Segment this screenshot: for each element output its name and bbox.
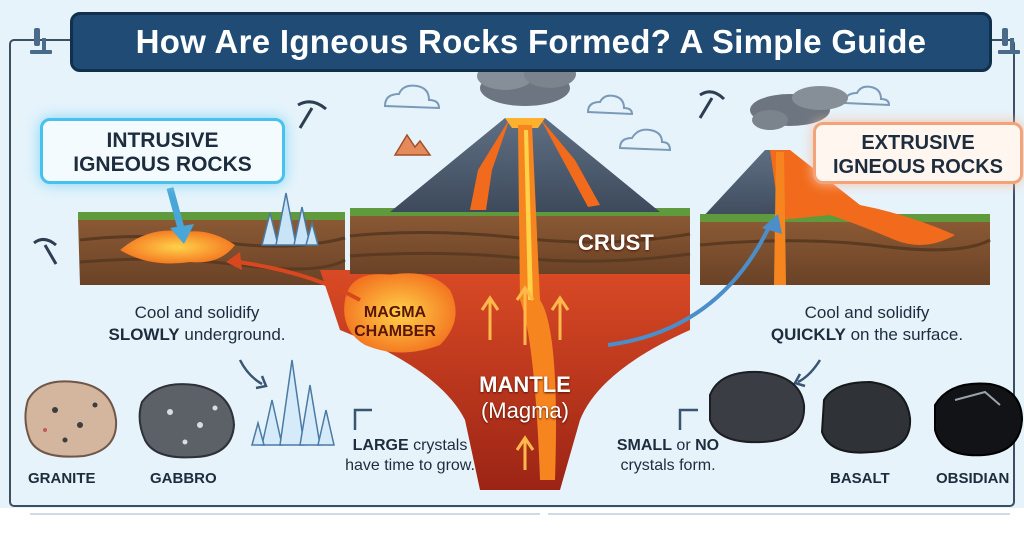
- slow-note-line-1: Cool and solidify: [134, 303, 260, 322]
- rock-basalt: [820, 380, 912, 454]
- rock-label-granite: GRANITE: [28, 470, 96, 487]
- magma-chamber-label: MAGMA CHAMBER: [340, 303, 450, 341]
- crust-label: CRUST: [578, 230, 654, 255]
- mantle-line-1: MANTLE: [479, 372, 571, 397]
- cloud-icon: [383, 84, 891, 152]
- magma-chamber: [344, 273, 456, 353]
- large-note-line-1: LARGE crystals: [325, 436, 495, 456]
- microscope-icon: [998, 28, 1020, 54]
- large-crystals-note: LARGE crystals have time to grow.: [325, 436, 495, 476]
- small-crystals-note: SMALL or NO crystals form.: [598, 436, 738, 476]
- flow-arrows: [166, 187, 822, 430]
- small-note-bold-1: SMALL: [616, 437, 672, 454]
- rock-small-dark: [709, 370, 806, 444]
- slow-note-line-2: SLOWLY underground.: [72, 324, 322, 346]
- crystal-icon: [251, 359, 335, 446]
- fast-note-bold: QUICKLY: [770, 325, 846, 344]
- small-note-bold-2: NO: [695, 437, 720, 454]
- rock-label-gabbro: GABBRO: [150, 470, 217, 487]
- mantle-line-2: (Magma): [480, 398, 569, 423]
- intrusive-label-box: INTRUSIVE IGNEOUS ROCKS: [40, 118, 285, 184]
- small-note-line-1: SMALL or NO: [598, 436, 738, 456]
- rock-granite: [24, 380, 118, 458]
- intrusive-line-1: INTRUSIVE: [106, 129, 219, 152]
- intrusion-magma: [120, 230, 235, 264]
- magma-chamber-line-1: MAGMA: [363, 304, 427, 321]
- small-note-mid: or: [671, 437, 696, 454]
- rock-label-obsidian: OBSIDIAN: [936, 470, 1010, 487]
- mountain-icon: [393, 133, 432, 156]
- slow-note-rest: underground.: [179, 325, 286, 344]
- fast-note-line-2: QUICKLY on the surface.: [742, 324, 992, 346]
- volcano-cross-section: [320, 60, 691, 490]
- page-title: How Are Igneous Rocks Formed? A Simple G…: [70, 12, 992, 72]
- large-note-line-2: have time to grow.: [345, 457, 475, 474]
- extrusive-line-2: IGNEOUS ROCKS: [832, 156, 1004, 178]
- small-note-line-2: crystals form.: [620, 457, 716, 474]
- mantle-label: MANTLE (Magma): [455, 372, 595, 424]
- slow-cooling-note: Cool and solidify SLOWLY underground.: [72, 302, 322, 346]
- rock-obsidian: [934, 382, 1024, 457]
- magma-chamber-line-2: CHAMBER: [354, 323, 436, 340]
- fast-note-rest: on the surface.: [845, 325, 964, 344]
- fast-note-line-1: Cool and solidify: [804, 303, 930, 322]
- extrusive-line-1: EXTRUSIVE: [861, 132, 975, 154]
- rock-label-basalt: BASALT: [830, 470, 890, 487]
- intrusive-line-2: IGNEOUS ROCKS: [73, 153, 252, 176]
- extrusive-label-box: EXTRUSIVE IGNEOUS ROCKS: [813, 122, 1023, 184]
- crystal-icon: [261, 192, 319, 246]
- extrusive-cross-section: [699, 86, 991, 285]
- large-note-rest: crystals: [408, 437, 468, 454]
- large-note-bold: LARGE: [352, 437, 409, 454]
- slow-note-bold: SLOWLY: [108, 325, 180, 344]
- fast-cooling-note: Cool and solidify QUICKLY on the surface…: [742, 302, 992, 346]
- microscope-icon: [30, 28, 52, 54]
- pickaxe-icon: [33, 90, 726, 265]
- rock-gabbro: [138, 383, 236, 459]
